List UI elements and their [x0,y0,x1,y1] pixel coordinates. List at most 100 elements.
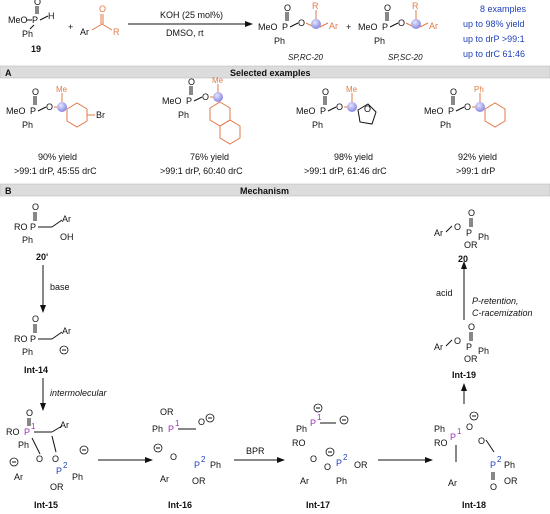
section-a-bar [0,65,550,79]
svg-text:Ph: Ph [22,29,33,39]
section-b-letter: B [5,186,12,196]
svg-text:RO: RO [292,438,306,448]
svg-text:RO: RO [434,438,448,448]
svg-text:MeO: MeO [358,22,378,32]
svg-text:2: 2 [497,455,502,464]
svg-text:2: 2 [201,455,206,464]
svg-text:Ph: Ph [296,424,307,434]
product-2-structure: MeO P O O R Ar Ph SP,SC-20 [358,1,438,62]
conditions-1: KOH (25 mol%) [160,10,223,20]
svg-text:Ph: Ph [18,440,29,450]
example-yield: 98% yield [334,152,373,162]
svg-text:OR: OR [160,407,174,417]
svg-text:O: O [478,436,485,446]
svg-text:P: P [466,342,472,352]
svg-text:MeO: MeO [424,106,444,116]
svg-text:OR: OR [464,354,478,364]
svg-text:O: O [36,454,43,464]
svg-text:MeO: MeO [8,15,28,25]
section-b-bar [0,183,550,197]
svg-text:Ph: Ph [312,120,323,130]
compound-label: Int-16 [168,500,192,510]
svg-text:R: R [312,1,319,11]
svg-text:Ph: Ph [72,472,83,482]
example-dr: >99:1 drP, 45:55 drC [14,166,97,176]
svg-text:1: 1 [175,419,180,428]
svg-text:P: P [24,427,30,437]
svg-text:Ar: Ar [300,476,309,486]
conditions-2: DMSO, rt [166,28,204,38]
svg-text:P: P [320,106,326,116]
svg-text:Ph: Ph [22,235,33,245]
compound-label: 20 [458,254,468,264]
example-dr: >99:1 drP [456,166,495,176]
svg-text:O: O [32,87,39,97]
compound-label: 20' [36,252,48,262]
svg-text:P: P [448,106,454,116]
svg-text:Ar: Ar [14,472,23,482]
svg-text:+: + [68,22,73,32]
svg-text:Ph: Ph [440,120,451,130]
int-17-structure: Ph P 1 RO O O P 2 OR Ar Ph Int-17 [292,403,368,510]
svg-text:P: P [194,460,200,470]
product-1-structure: MeO P O O R Ar Ph SP,RC-20 [258,1,338,62]
svg-text:OR: OR [50,482,64,492]
compound-20prime: RO P O Ar OH Ph 20' [14,202,74,262]
svg-text:Me: Me [346,85,358,94]
svg-text:Ph: Ph [434,424,445,434]
svg-text:P: P [382,22,388,32]
svg-text:P: P [168,424,174,434]
int-15-structure: RO P 1 O Ar Ph O O P 2 Ar Ph OR Int-15 [6,408,89,510]
svg-text:Ar: Ar [448,478,457,488]
svg-text:O: O [32,314,39,324]
svg-text:O: O [450,87,457,97]
svg-text:O: O [324,462,331,472]
svg-text:O: O [99,4,106,14]
svg-text:O: O [364,104,371,114]
product-1-label: SP,RC-20 [288,53,324,62]
example-1: MeO P O O Me Br Ph 90% yield >99:1 drP, … [6,85,105,176]
svg-text:Ar: Ar [160,474,169,484]
svg-text:Ph: Ph [210,460,221,470]
svg-text:Ph: Ph [478,346,489,356]
top-reaction: MeO P O H Ph 19 + Ar O R KOH (25 mol%) D… [8,0,527,62]
svg-text:O: O [34,0,41,7]
svg-text:Ar: Ar [434,228,443,238]
svg-text:MeO: MeO [258,22,278,32]
acid-label: acid [436,288,453,298]
example-dr: >99:1 drP, 60:40 drC [160,166,243,176]
int-16-structure: OR Ph P 1 O O P 2 Ph Ar OR Int-16 [152,407,221,510]
svg-text:Ar: Ar [62,214,71,224]
svg-text:RO: RO [6,427,20,437]
svg-text:OR: OR [464,240,478,250]
svg-text:P: P [32,15,38,25]
svg-text:O: O [454,336,461,346]
svg-text:Ph: Ph [336,476,347,486]
svg-text:Ph: Ph [504,460,515,470]
compound-label: Int-19 [452,370,476,380]
svg-text:Ph: Ph [274,36,285,46]
svg-text:1: 1 [317,413,322,422]
int-14-structure: RO P O Ar Ph Int-14 [14,314,71,375]
product-20-structure: Ar O P O Ph OR 20 [434,208,489,264]
stereocenter-ball [213,92,223,102]
svg-text:P: P [450,432,456,442]
svg-text:O: O [52,454,59,464]
summary-line: up to drP >99:1 [463,34,525,44]
svg-text:Ph: Ph [374,36,385,46]
svg-text:O: O [466,422,473,432]
svg-text:P: P [490,460,496,470]
svg-text:1: 1 [31,422,36,431]
svg-text:P: P [56,466,62,476]
bpr-label: BPR [246,446,265,456]
example-3: MeO P O O Me O Ph 98% yield >99:1 drP, 6… [296,85,387,176]
carbonyl-structure: Ar O R [80,4,120,37]
svg-text:O: O [170,452,177,462]
int-18-structure: Ph RO P 1 O O Ar P 2 Ph O OR Int-18 [434,411,518,510]
int-19-structure: Ar O P O Ph OR Int-19 [434,322,489,380]
svg-text:P: P [466,228,472,238]
svg-text:Ar: Ar [434,342,443,352]
example-yield: 76% yield [190,152,229,162]
compound-label: Int-18 [462,500,486,510]
svg-text:O: O [454,222,461,232]
